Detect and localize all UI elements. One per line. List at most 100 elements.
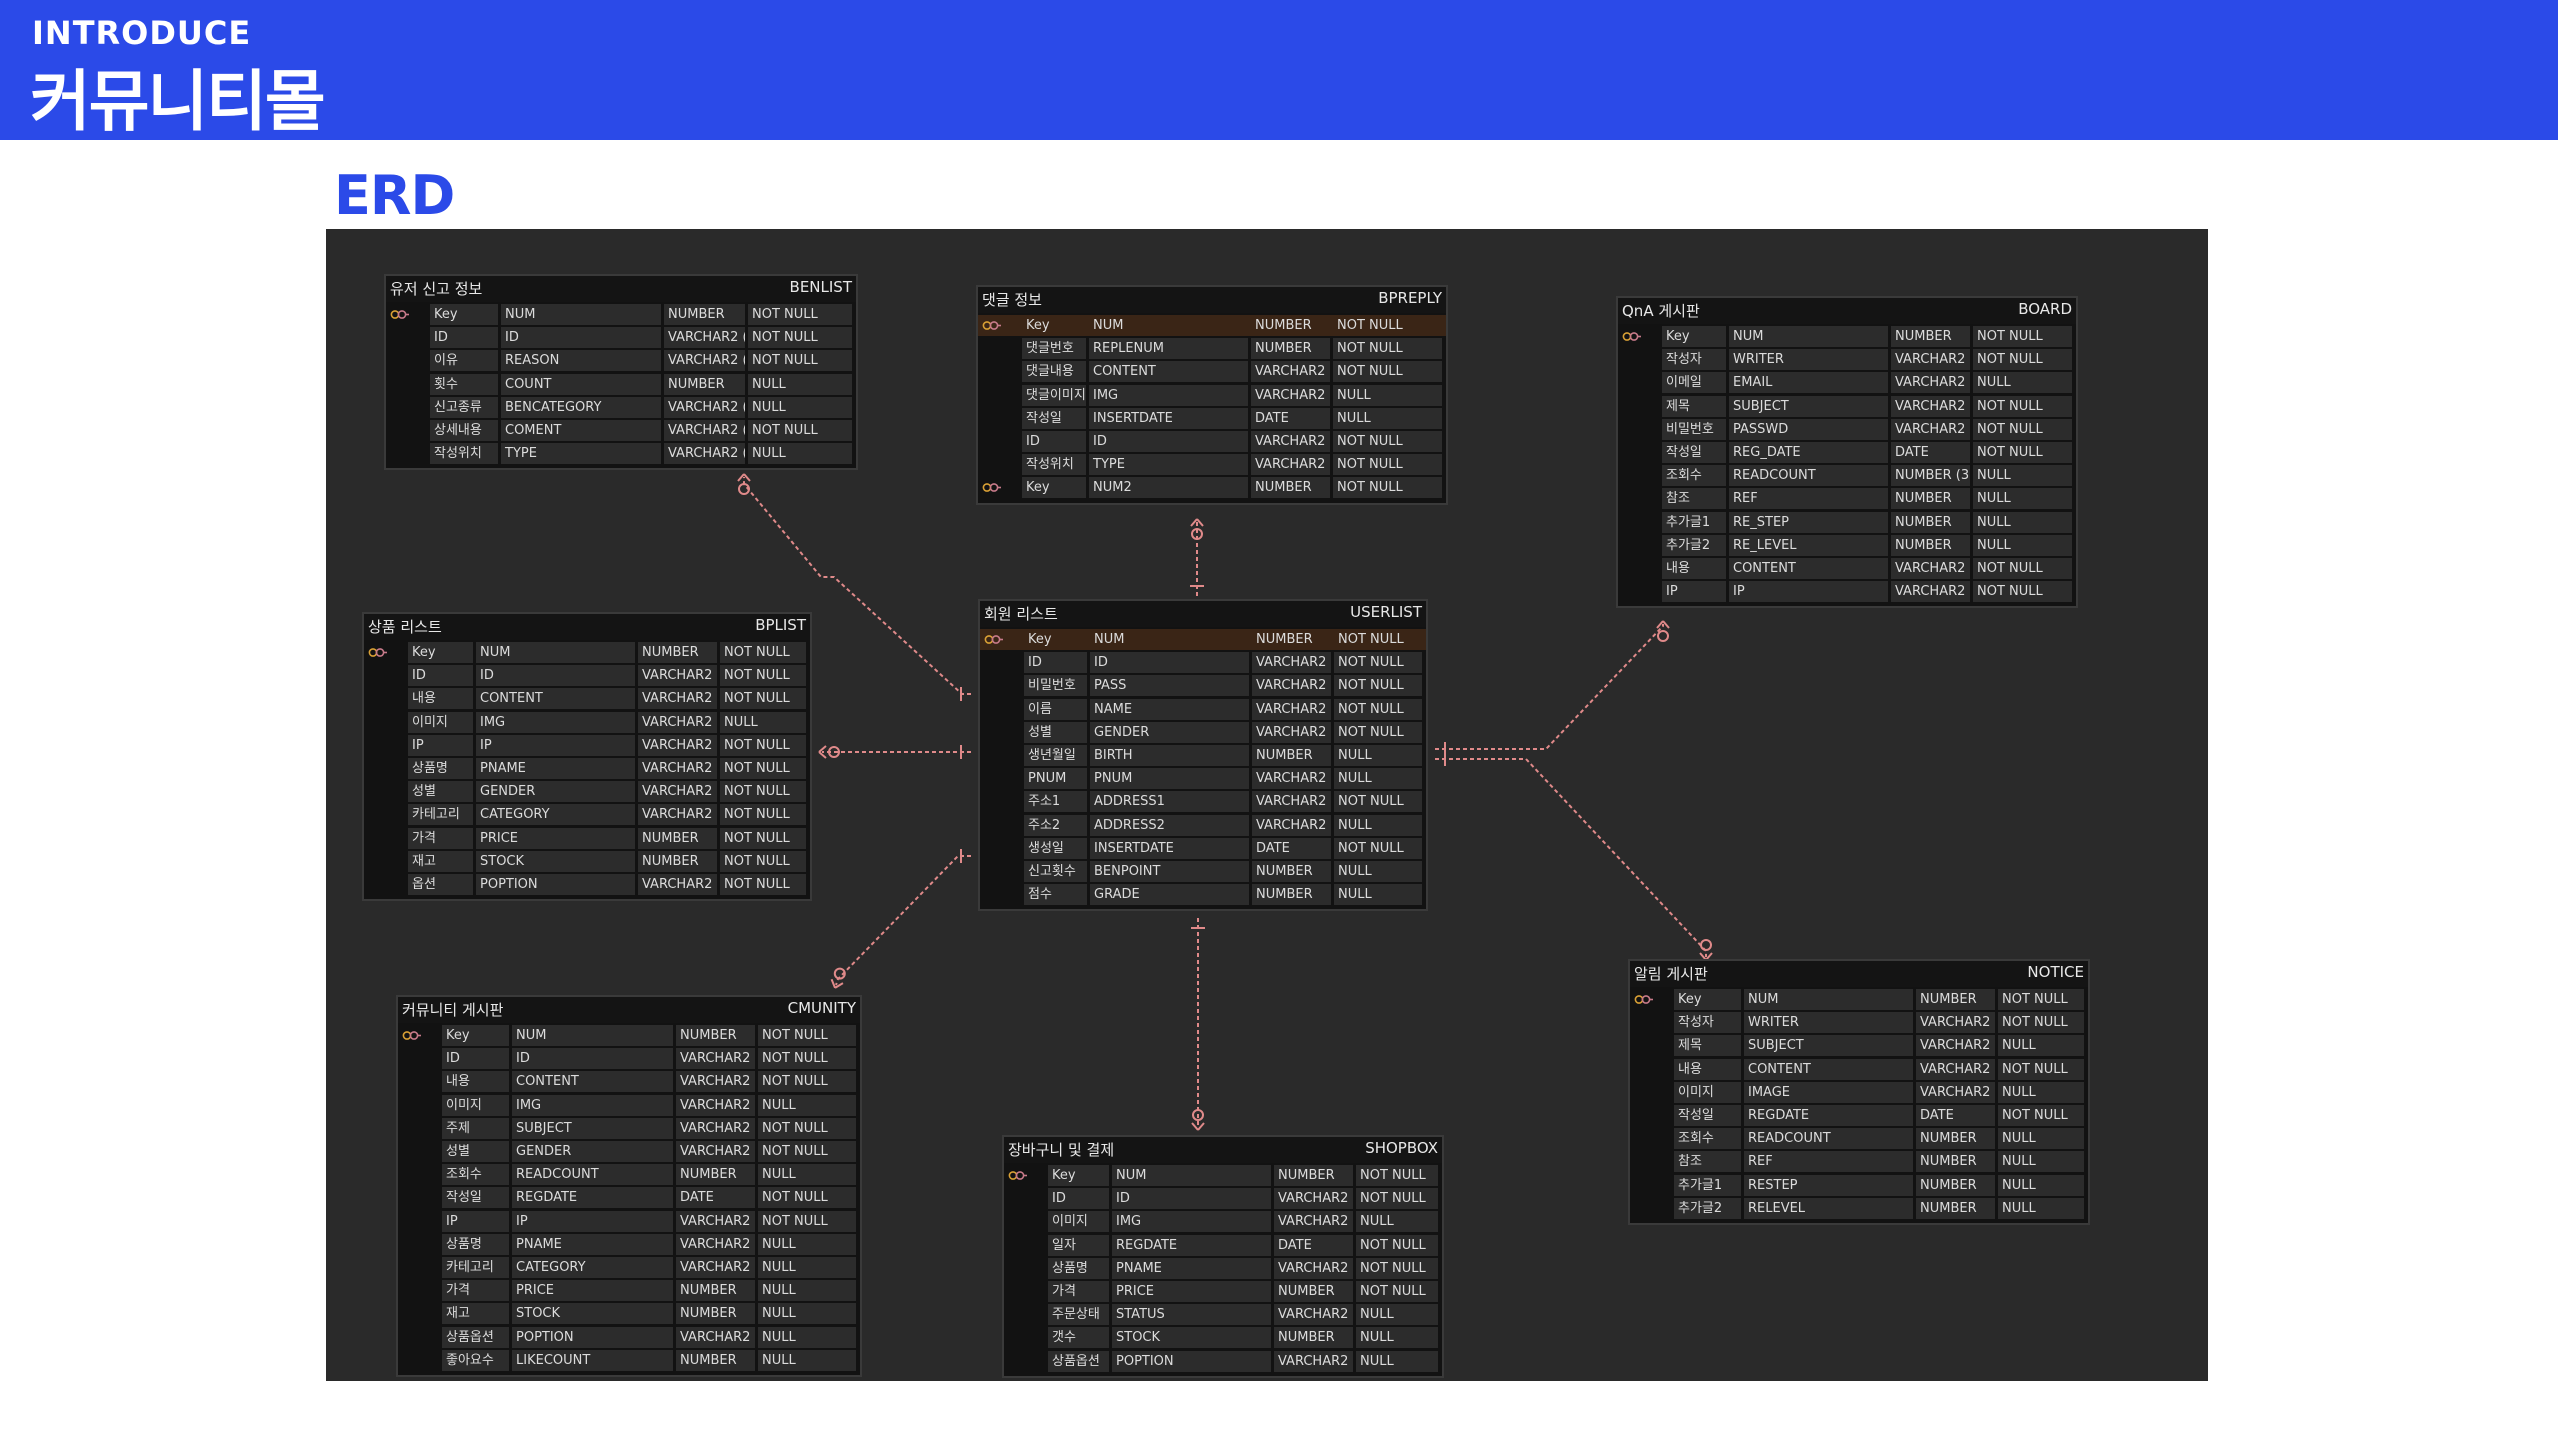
key-icon [1008,1171,1027,1180]
row-label: 주소1 [1024,791,1087,813]
key-icon [390,310,409,319]
column-name: NUM [512,1025,673,1046]
column-type: VARCHAR2 (100 BYTE) [1251,384,1330,406]
many-marker [830,978,844,989]
row-label: 내용 [408,688,473,710]
column-nullable: NOT NULL [1998,1058,2084,1080]
column-type: VARCHAR2 (30 BYTE) [676,1326,755,1348]
column-type: VARCHAR2 (300 BYTE) [1252,814,1331,836]
row-label: 이메일 [1662,372,1726,394]
header-intro: INTRODUCE [32,14,252,52]
column-nullable: NULL [1334,884,1422,906]
column-nullable: NOT NULL [1333,361,1442,383]
column-type: VARCHAR2 (100 BYTE) [664,420,745,441]
column-type: VARCHAR2 (52 BYTE) [1252,698,1331,720]
row-label: 성별 [1024,721,1087,743]
row-label: 댓글번호 [1022,338,1086,360]
column-nullable: NOT NULL [758,1048,856,1070]
section-label: ERD [334,164,455,227]
column-type: VARCHAR2 (300 BYTE) [1891,418,1970,440]
row-label: 추가글1 [1674,1174,1741,1196]
row-label: 가격 [408,827,473,849]
column-name: NUM [1112,1165,1271,1186]
row-label: 재고 [408,850,473,872]
column-name: BIRTH [1090,745,1249,766]
column-type: NUMBER [1916,1128,1995,1150]
row-label: 작성일 [1022,407,1086,429]
row-label: 작성자 [1674,1012,1741,1034]
column-name: NUM [1094,632,1125,647]
column-name: IMAGE [1744,1081,1913,1103]
column-name: IP [512,1210,673,1232]
column-type: NUMBER [676,1303,755,1325]
column-nullable: NOT NULL [758,1025,856,1046]
relation-line [835,855,971,986]
column-type: VARCHAR2 (30 BYTE) [1274,1304,1353,1326]
row-label: 비밀번호 [1662,418,1726,440]
row-label: Key [430,304,498,325]
row-label: 옵션 [408,874,473,895]
column-name: REF [1744,1151,1913,1173]
row-label: 작성일 [1674,1105,1741,1126]
row-label: 내용 [442,1071,509,1093]
header-banner: INTRODUCE 커뮤니티몰 [0,0,2558,140]
row-label: ID [408,665,473,687]
column-nullable: NULL [1998,1035,2084,1057]
column-name: IMG [476,711,635,733]
column-type: VARCHAR2 (300 BYTE) [664,350,745,372]
column-name: CONTENT [1744,1058,1913,1080]
table-code: NOTICE [2027,963,2084,981]
column-name: WRITER [1744,1012,1913,1034]
row-label: 상세내용 [430,420,498,441]
column-name: IP [1729,581,1888,603]
page-title: 커뮤니티몰 [30,63,326,140]
column-nullable: NULL [1998,1197,2084,1219]
column-type: VARCHAR2 (13 BYTE) [1252,721,1331,743]
column-name: REF [1729,488,1888,510]
key-icon [368,648,387,657]
column-nullable: NOT NULL [1334,837,1422,859]
column-name: COUNT [501,373,661,395]
column-name: ID [501,327,661,349]
column-name: REASON [501,350,661,372]
column-nullable: NULL [1356,1211,1438,1233]
column-type: NUMBER [676,1280,755,1302]
column-type: DATE [1916,1105,1995,1126]
optional-marker [738,483,750,495]
column-nullable: NOT NULL [1334,721,1422,743]
column-name: INSERTDATE [1090,837,1249,859]
relation-userlist-notice [1435,752,1713,961]
row-label: Key [1662,326,1726,347]
row-label: 상품명 [408,758,473,779]
column-type: NUMBER [1916,989,1995,1010]
row-label: Key [1026,318,1050,333]
